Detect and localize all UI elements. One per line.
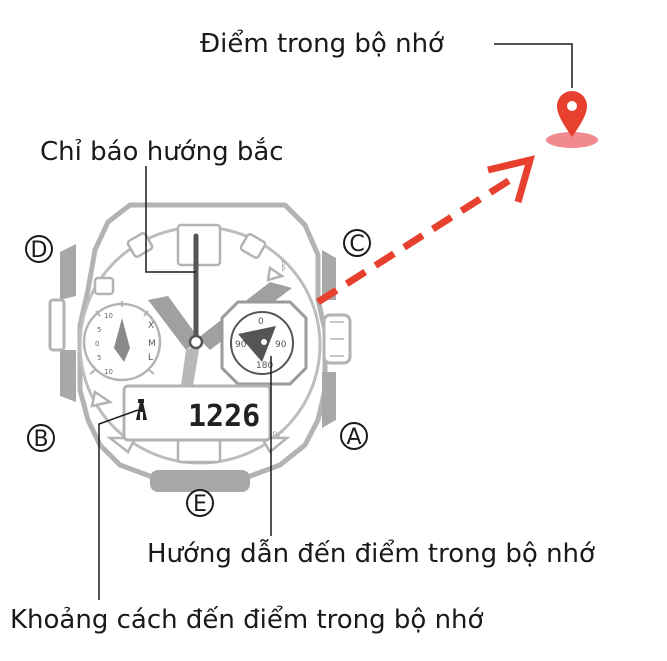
subdial-scale-l: L bbox=[148, 353, 153, 363]
button-label-c: C bbox=[343, 229, 371, 257]
svg-text:A: A bbox=[346, 425, 361, 450]
location-pin-icon bbox=[546, 91, 598, 148]
subdial-tick-5-bottom: 5 bbox=[97, 354, 101, 362]
callout-lines bbox=[98, 43, 573, 600]
distance-icon bbox=[136, 402, 147, 420]
button-label-e: E bbox=[186, 489, 214, 517]
bottom-strap-stub bbox=[150, 470, 250, 492]
callout-line-north bbox=[145, 166, 196, 273]
bluetooth-icon: ᛒ bbox=[280, 259, 287, 273]
svg-text:B: B bbox=[33, 427, 48, 452]
subdial-tick-10-bottom: 10 bbox=[104, 368, 113, 376]
lcd-distance-value: 1226 bbox=[188, 399, 260, 434]
compass-label-top: 0 bbox=[258, 317, 264, 327]
subdial-tick-10-top: 10 bbox=[104, 312, 113, 320]
label-memory-point: Điểm trong bộ nhớ bbox=[200, 28, 444, 59]
hand-pivot bbox=[188, 334, 204, 350]
svg-text:E: E bbox=[193, 492, 207, 517]
lcd-display: 1226 bbox=[122, 384, 272, 442]
hour-hand-left bbox=[148, 296, 200, 350]
label-distance-to-point: Khoảng cách đến điểm trong bộ nhớ bbox=[10, 604, 484, 635]
subdial-tick-0: 0 bbox=[95, 340, 99, 348]
compass-label-left: 90 bbox=[235, 340, 247, 350]
subdial-tick-5-top: 5 bbox=[97, 326, 101, 334]
callout-line-memory-point bbox=[494, 43, 573, 88]
label-north-indicator: Chỉ báo hướng bắc bbox=[40, 136, 284, 167]
button-label-a: A bbox=[340, 422, 368, 450]
svg-text:D: D bbox=[31, 238, 48, 263]
watch-body: ᛒ 10 5 0 5 10 X M L 0 90 bbox=[48, 202, 352, 492]
compass-pointer bbox=[238, 326, 276, 362]
direction-arrow-icon bbox=[316, 155, 536, 305]
left-subdial: 10 5 0 5 10 X M L bbox=[82, 301, 162, 382]
compass-label-right: 90 bbox=[275, 340, 287, 350]
left-pusher bbox=[48, 298, 66, 352]
lower-hand bbox=[180, 344, 200, 392]
right-lug-bottom bbox=[322, 372, 336, 428]
button-label-b: B bbox=[27, 424, 55, 452]
compass-label-bottom: 180 bbox=[256, 361, 273, 371]
left-lug-top bbox=[60, 244, 76, 300]
compass-subdial: 0 90 180 90 bbox=[220, 300, 308, 386]
left-lug-bottom bbox=[60, 350, 76, 402]
subdial-mark-x: X bbox=[148, 321, 154, 331]
svg-text:C: C bbox=[349, 232, 364, 257]
right-lug-top bbox=[322, 250, 336, 300]
rc-mark: RC bbox=[272, 431, 284, 441]
hour-markers bbox=[90, 223, 291, 464]
subdial-hand bbox=[114, 318, 130, 362]
callout-line-distance bbox=[98, 409, 139, 600]
subdial-scale-m: M bbox=[148, 339, 156, 349]
label-direction-to-point: Hướng dẫn đến điểm trong bộ nhớ bbox=[147, 538, 595, 569]
button-label-d: D bbox=[25, 235, 53, 263]
